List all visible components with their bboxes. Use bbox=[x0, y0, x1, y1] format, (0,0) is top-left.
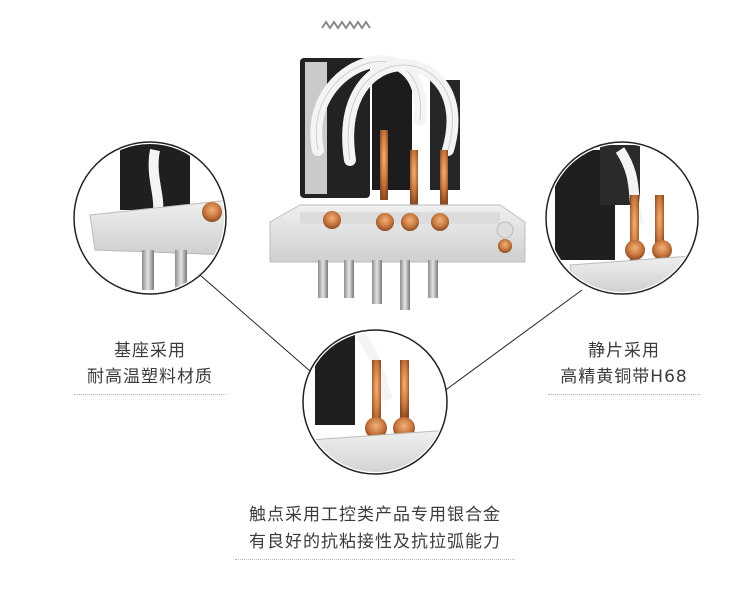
relay-main bbox=[269, 20, 526, 310]
caption-divider bbox=[235, 559, 515, 560]
leader-lines bbox=[199, 274, 583, 401]
caption-contact-line1: 触点采用工控类产品专用银合金 bbox=[249, 505, 501, 525]
caption-static-line2: 高精黄铜带H68 bbox=[560, 367, 688, 387]
caption-divider bbox=[74, 394, 226, 395]
caption-divider bbox=[548, 394, 700, 395]
caption-base-line1: 基座采用 bbox=[114, 341, 186, 361]
zoom-circle-base bbox=[73, 141, 227, 295]
zoom-circle-contacts bbox=[302, 329, 448, 475]
spring bbox=[321, 20, 371, 30]
caption-static-piece: 静片采用 高精黄铜带H68 bbox=[548, 338, 700, 395]
caption-static-line1: 静片采用 bbox=[588, 341, 660, 361]
zoom-circle-static-piece bbox=[545, 141, 699, 295]
caption-contact-material: 触点采用工控类产品专用银合金 有良好的抗粘接性及抗拉弧能力 bbox=[235, 502, 515, 560]
caption-base-material: 基座采用 耐高温塑料材质 bbox=[74, 338, 226, 395]
caption-base-line2: 耐高温塑料材质 bbox=[87, 367, 213, 387]
caption-contact-line2: 有良好的抗粘接性及抗拉弧能力 bbox=[249, 532, 501, 552]
